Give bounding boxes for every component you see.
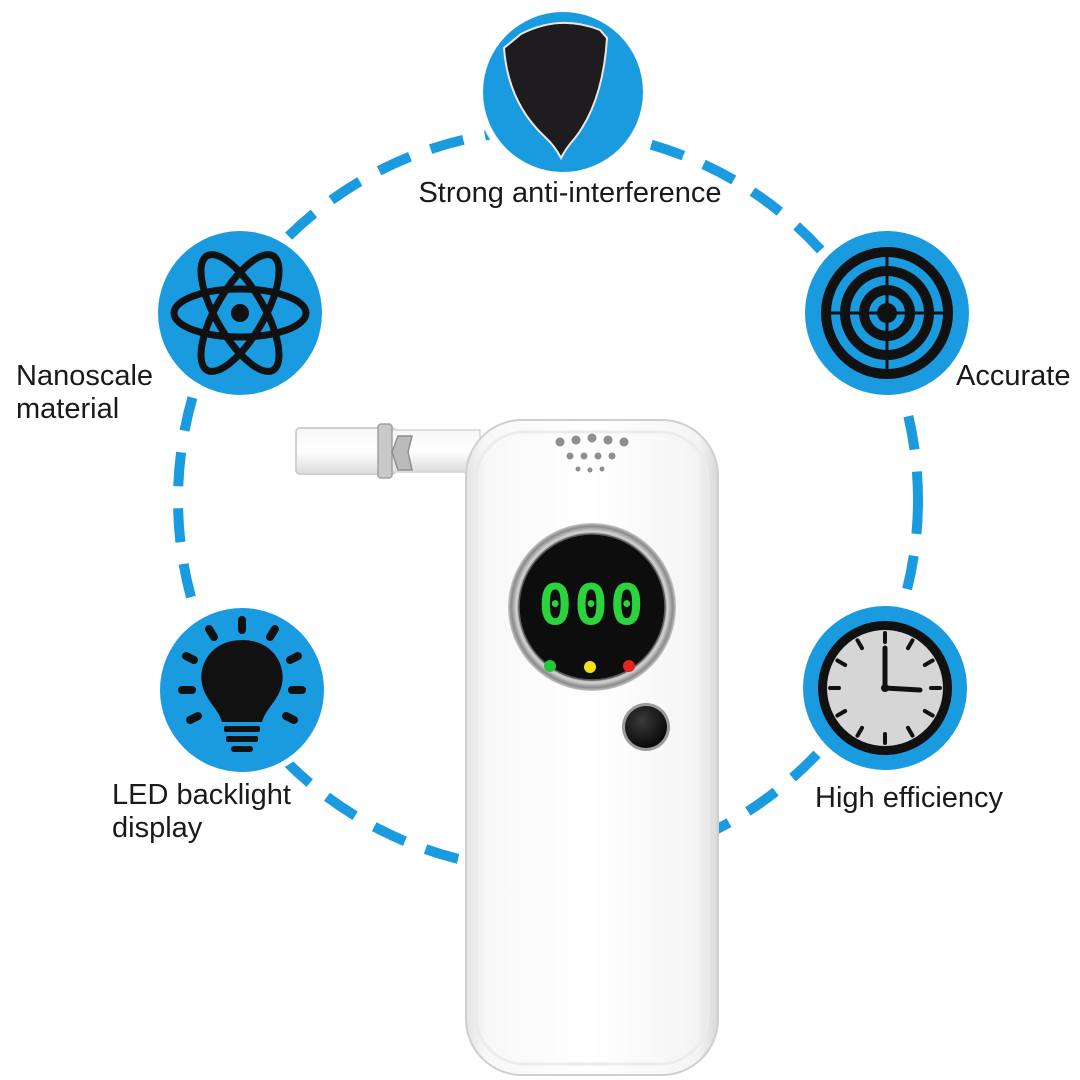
- shield-feature-badge: [476, 5, 650, 179]
- breathalyzer-device: 000: [295, 419, 719, 1076]
- clock-tick: [855, 725, 864, 738]
- shield-icon: [502, 21, 609, 161]
- yellow-indicator-light: [584, 661, 596, 673]
- feature-label-line: LED backlight: [112, 779, 291, 811]
- atom-icon: [170, 251, 310, 375]
- feature-label-text: Accurate: [956, 360, 1071, 392]
- power-button[interactable]: [622, 703, 670, 751]
- feature-label-accurate: Accurate: [956, 360, 1070, 393]
- clock-tick: [922, 709, 935, 718]
- target-icon: [821, 247, 953, 379]
- feature-label-line: Nanoscale: [16, 360, 154, 392]
- clock-tick: [855, 638, 864, 651]
- clock-tick: [906, 638, 915, 651]
- led-display: 000: [508, 523, 676, 691]
- feature-label-nanoscale: Nanoscale material: [16, 360, 153, 426]
- clock-feature-badge: [797, 600, 973, 776]
- target-feature-badge: [799, 225, 975, 401]
- feature-label-anti-interference: Strong anti-interference: [400, 177, 740, 210]
- feature-label-text: Strong anti-interference: [418, 177, 722, 209]
- speaker-grille: [555, 433, 629, 473]
- atom-feature-badge: [152, 225, 328, 401]
- clock-icon: [818, 621, 952, 755]
- feature-label-text: High efficiency: [815, 782, 1004, 814]
- clock-tick: [922, 658, 935, 667]
- feature-label-led-backlight: LED backlight display: [112, 779, 291, 845]
- green-indicator-light: [544, 660, 556, 672]
- feature-label-line: material: [16, 393, 120, 425]
- display-reading: 000: [538, 573, 645, 638]
- feature-label-high-efficiency: High efficiency: [815, 782, 1003, 815]
- clock-tick: [906, 725, 915, 738]
- mouthpiece: [295, 423, 481, 479]
- red-indicator-light: [623, 660, 635, 672]
- clock-tick: [835, 709, 848, 718]
- lightbulb-icon: [178, 616, 306, 752]
- clock-tick: [835, 658, 848, 667]
- feature-label-line: display: [112, 812, 203, 844]
- lightbulb-feature-badge: [154, 602, 330, 778]
